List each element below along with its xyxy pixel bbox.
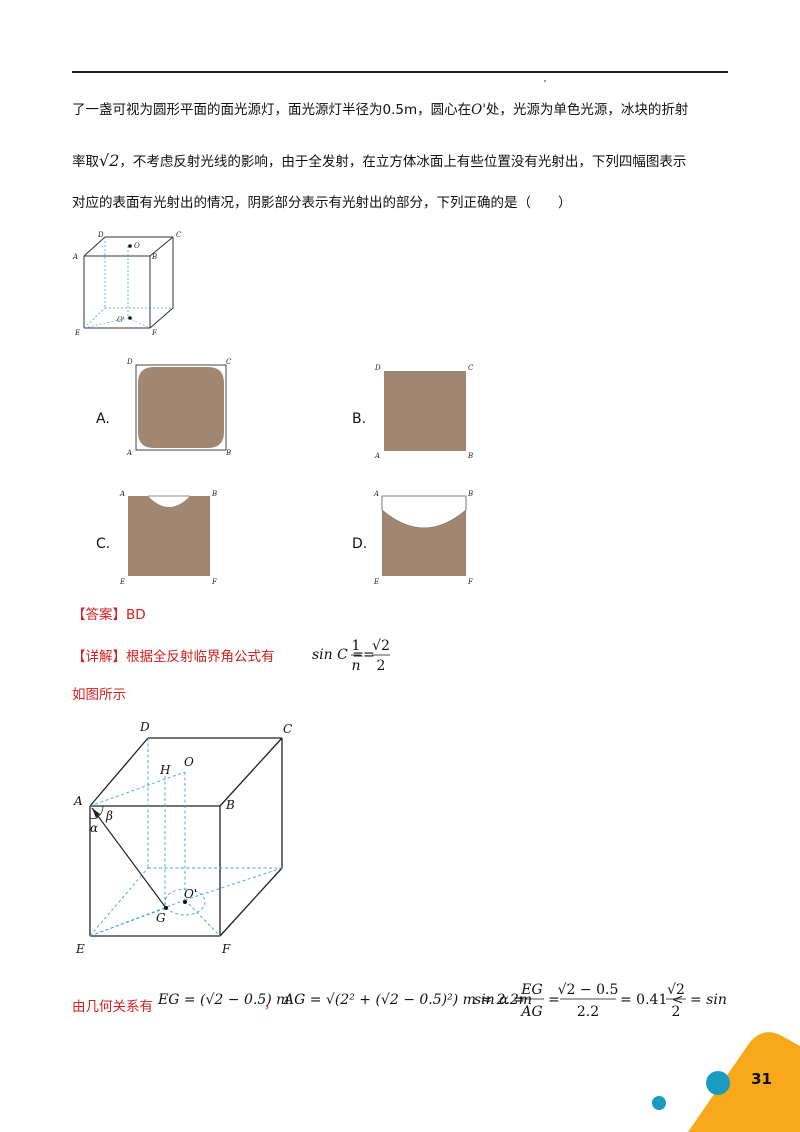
fig2-label-e: E	[75, 942, 85, 956]
fig2-label-a: A	[73, 794, 83, 808]
option-c-bl: E	[119, 578, 125, 586]
option-b-br: B	[467, 452, 473, 460]
option-b-label[interactable]: B.	[352, 411, 367, 427]
detail-tag-and-text: 【详解】根据全反射临界角公式有	[72, 648, 275, 666]
option-b-tr: C	[468, 364, 474, 372]
geometry-formula: EG = (√2 − 0.5) m ， AG = √(2² + (√2 − 0.…	[157, 982, 728, 1020]
answer-value: BD	[126, 607, 146, 623]
cube-label-d: D	[97, 231, 104, 239]
fig2-label-h: H	[159, 763, 171, 777]
line3-text: 对应的表面有光射出的情况，阴影部分表示有光射出的部分，下列正确的是（ ）	[72, 195, 572, 211]
option-b-bl: A	[374, 452, 380, 460]
option-c-tl: A	[119, 490, 125, 498]
svg-text:=: =	[363, 647, 375, 663]
symbol-sqrt2: √2	[99, 151, 120, 170]
sin-alpha-lhs: sin α =	[474, 992, 525, 1008]
frac2-den: 2.2	[577, 1004, 599, 1020]
geometry-prefix: 由几何关系有	[72, 999, 153, 1015]
fig2-label-g: G	[156, 911, 166, 925]
option-d-label[interactable]: D.	[352, 536, 368, 552]
option-a-figure[interactable]: D C A B	[124, 355, 234, 459]
fig2-label-f: F	[221, 942, 231, 956]
option-a-tl: D	[126, 358, 133, 366]
cube-label-e: E	[74, 329, 80, 337]
formula-den2: 2	[377, 658, 386, 674]
option-d-br: F	[467, 578, 474, 586]
eg-expression: EG = (√2 − 0.5) m	[157, 992, 289, 1008]
option-c-label[interactable]: C.	[96, 536, 111, 552]
frac1-num: EG	[520, 982, 542, 998]
fig2-label-o: O	[184, 755, 194, 769]
detail-text: 根据全反射临界角公式有	[126, 649, 275, 665]
page-number: 31	[751, 1070, 772, 1088]
option-c-br: F	[211, 578, 218, 586]
cube-label-a: A	[72, 253, 78, 261]
option-c-tr: B	[211, 490, 217, 498]
cube-label-o: O	[134, 242, 140, 250]
frac3-den: 2	[672, 1004, 681, 1020]
line2-text-a: 率取	[72, 154, 99, 170]
formula-den1: n	[351, 658, 360, 674]
cube-figure: A B C D E F O O'	[72, 231, 182, 337]
frac1-den: AG	[519, 1004, 542, 1020]
option-d-bl: E	[373, 578, 379, 586]
option-b-tl: D	[374, 364, 381, 372]
frac3-num: √2	[667, 982, 685, 998]
formula-lhs: sin C =	[312, 647, 364, 663]
detail-tag: 【详解】	[72, 649, 126, 665]
option-b-figure[interactable]: D C A B	[372, 362, 482, 460]
formula-num2: √2	[372, 638, 390, 654]
option-d-figure[interactable]: A B E F	[372, 488, 482, 586]
cube-label-oprime: O'	[117, 316, 125, 324]
cube-label-c: C	[176, 231, 182, 239]
line1-text-b: 处，光源为单色光源，冰块的折射	[485, 102, 689, 118]
formula-num1: 1	[352, 638, 361, 654]
fig2-label-c: C	[283, 722, 292, 736]
fig2-label-alpha: α	[90, 821, 98, 835]
fig2-label-oprime: O'	[184, 887, 197, 901]
symbol-o-prime: O'	[471, 102, 486, 118]
answer-line: 【答案】BD	[72, 606, 146, 624]
cube-label-f: F	[151, 329, 158, 337]
answer-tag: 【答案】	[72, 607, 126, 623]
option-a-label[interactable]: A.	[96, 411, 110, 427]
option-d-tr: B	[467, 490, 473, 498]
question-line-3: 对应的表面有光射出的情况，阴影部分表示有光射出的部分，下列正确的是（ ）	[72, 194, 572, 212]
ag-expression: AG = √(2² + (√2 − 0.5)²) m ≈ 2.2m	[282, 992, 532, 1008]
line1-text-a: 了一盏可视为圆形平面的面光源灯，面光源灯半径为0.5m，圆心在	[72, 102, 472, 118]
frac2-num: √2 − 0.5	[558, 982, 619, 998]
as-shown-text: 如图所示	[72, 687, 126, 703]
cube-label-b: B	[151, 253, 157, 261]
question-line-2: 率取√2，不考虑反射光线的影响，由于全发射，在立方体冰面上有些位置没有光射出，下…	[72, 152, 686, 171]
option-a-tr: C	[226, 358, 232, 366]
critical-angle-formula: sin C = 1 n = √2 2	[312, 638, 390, 674]
option-c-figure[interactable]: A B E F	[118, 488, 228, 586]
option-a-br: B	[225, 449, 231, 457]
line2-text-b: ，不考虑反射光线的影响，由于全发射，在立方体冰面上有些位置没有光射出，下列四幅图…	[119, 154, 687, 170]
tail-2: = sin C	[690, 992, 728, 1008]
question-line-1: 了一盏可视为圆形平面的面光源灯，面光源灯半径为0.5m，圆心在O'处，光源为单色…	[72, 101, 688, 119]
geometry-figure: A B C D E F G H O O' α β	[73, 720, 292, 956]
tail-1: = 0.41 <	[620, 992, 684, 1008]
fig2-label-d: D	[139, 720, 150, 734]
option-a-bl: A	[126, 449, 132, 457]
fig2-label-b: B	[225, 798, 235, 812]
svg-text:=: =	[548, 992, 560, 1008]
formula-separator: ，	[264, 997, 277, 1012]
corner-decoration	[652, 1032, 800, 1132]
header-dot	[544, 80, 546, 82]
header-rule	[72, 71, 728, 73]
option-d-tl: A	[373, 490, 379, 498]
fig2-label-beta: β	[105, 809, 113, 823]
